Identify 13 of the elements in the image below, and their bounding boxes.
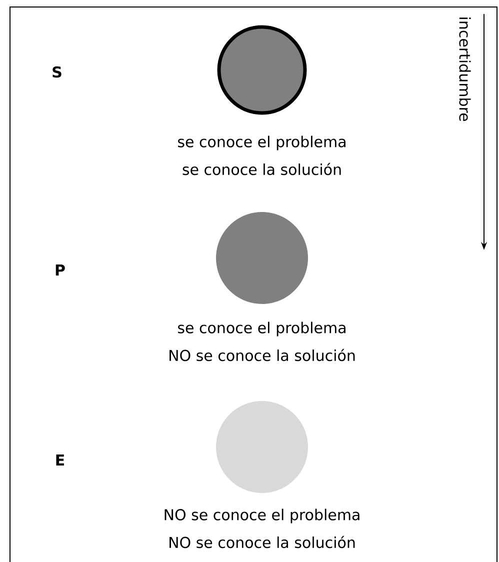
node-label: NO se conoce el problema: [164, 508, 360, 524]
row-letter: E: [56, 454, 64, 466]
circle: [216, 401, 308, 493]
node-label: NO se conoce la solución: [170, 536, 355, 548]
row-letter: P: [56, 264, 65, 276]
node-label: se conoce la solución: [182, 162, 341, 176]
row-letter: S: [52, 66, 62, 78]
circle: [216, 212, 308, 304]
node-label: se conoce el problema: [178, 136, 346, 150]
circle: [217, 25, 307, 115]
node-label: se conoce el problema: [178, 322, 346, 336]
node-label: NO se conoce la solución: [170, 348, 355, 362]
axis-label: incertidumbre: [459, 18, 471, 122]
